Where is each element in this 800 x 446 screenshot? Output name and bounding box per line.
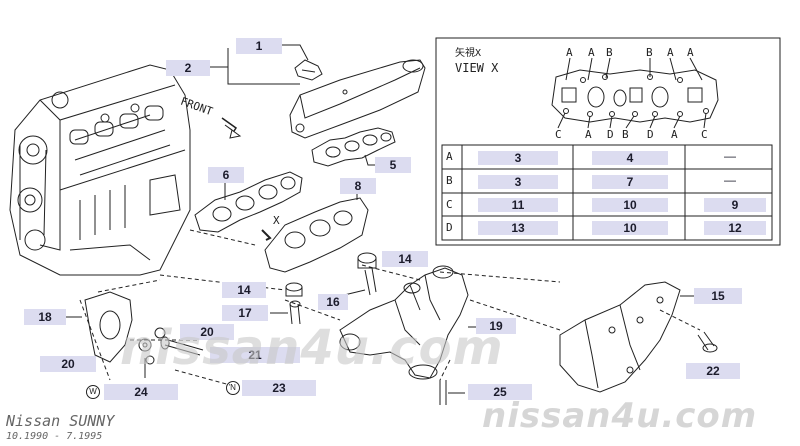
engine-block bbox=[9, 64, 191, 276]
table-cell: 7 bbox=[592, 175, 668, 189]
callout-part[interactable]: 2 bbox=[166, 60, 210, 76]
table-cell: 12 bbox=[704, 221, 766, 235]
table-row-label: C bbox=[446, 198, 453, 211]
table-cell: 9 bbox=[704, 198, 766, 212]
view-title-en: VIEW X bbox=[455, 61, 499, 75]
port-label: A bbox=[588, 46, 595, 59]
callout-part[interactable]: 14 bbox=[382, 251, 428, 267]
port-label: B bbox=[646, 46, 653, 59]
center-watermark: nissan4u.com bbox=[120, 320, 504, 376]
callout-part[interactable]: 5 bbox=[375, 157, 411, 173]
table-row-label: A bbox=[446, 150, 453, 163]
callout-part[interactable]: 16 bbox=[318, 294, 348, 310]
table-row-label: D bbox=[446, 221, 453, 234]
callout-part[interactable]: 1 bbox=[236, 38, 282, 54]
footer-model: Nissan SUNNY bbox=[6, 412, 115, 430]
port-label: B bbox=[606, 46, 613, 59]
nut-symbol-icon: N bbox=[226, 381, 240, 395]
callout-part[interactable]: 8 bbox=[340, 178, 376, 194]
gasket-5 bbox=[311, 127, 396, 167]
callout-part[interactable]: 23 bbox=[242, 380, 316, 396]
port-label: A bbox=[566, 46, 573, 59]
bottom-watermark: nissan4u.com bbox=[482, 396, 758, 436]
table-cell: — bbox=[724, 173, 736, 187]
callout-part[interactable]: 21 bbox=[210, 347, 300, 363]
callout-part[interactable]: 25 bbox=[468, 384, 532, 400]
port-label: D bbox=[607, 128, 614, 141]
callout-part[interactable]: 19 bbox=[476, 318, 516, 334]
exhaust-heat-shield bbox=[559, 281, 681, 393]
washer-symbol-icon: W bbox=[86, 385, 100, 399]
callout-part[interactable]: 6 bbox=[208, 167, 244, 183]
port-label: D bbox=[647, 128, 654, 141]
bracket-18 bbox=[84, 291, 133, 363]
callout-part[interactable]: 14 bbox=[222, 282, 266, 298]
table-cell: 3 bbox=[478, 175, 558, 189]
upper-heat-shield bbox=[289, 59, 426, 139]
table-cell: 10 bbox=[592, 198, 668, 212]
view-title-jp: 矢視X bbox=[455, 48, 482, 59]
table-cell: 13 bbox=[478, 221, 558, 235]
exhaust-manifold bbox=[339, 265, 469, 380]
callout-part[interactable]: 17 bbox=[222, 305, 268, 321]
footer-dates: 10.1990 - 7.1995 bbox=[6, 431, 103, 442]
table-cell: 10 bbox=[592, 221, 668, 235]
callout-part[interactable]: 20 bbox=[180, 324, 234, 340]
table-cell: 11 bbox=[478, 198, 558, 212]
view-x-marker: X bbox=[273, 214, 280, 227]
callout-part[interactable]: 22 bbox=[686, 363, 740, 379]
table-cell: — bbox=[724, 149, 736, 163]
port-label: A bbox=[585, 128, 592, 141]
port-label: A bbox=[667, 46, 674, 59]
table-cell: 3 bbox=[478, 151, 558, 165]
view-x-flange bbox=[551, 57, 719, 129]
callout-part[interactable]: 24 bbox=[104, 384, 178, 400]
port-label: A bbox=[671, 128, 678, 141]
port-label: C bbox=[555, 128, 562, 141]
callout-part[interactable]: 18 bbox=[24, 309, 66, 325]
port-label: A bbox=[687, 46, 694, 59]
table-cell: 4 bbox=[592, 151, 668, 165]
table-row-label: B bbox=[446, 174, 453, 187]
callout-part[interactable]: 20 bbox=[40, 356, 96, 372]
torque-table-grid bbox=[441, 144, 773, 241]
port-label: B bbox=[622, 128, 629, 141]
callout-part[interactable]: 15 bbox=[694, 288, 742, 304]
port-label: C bbox=[701, 128, 708, 141]
